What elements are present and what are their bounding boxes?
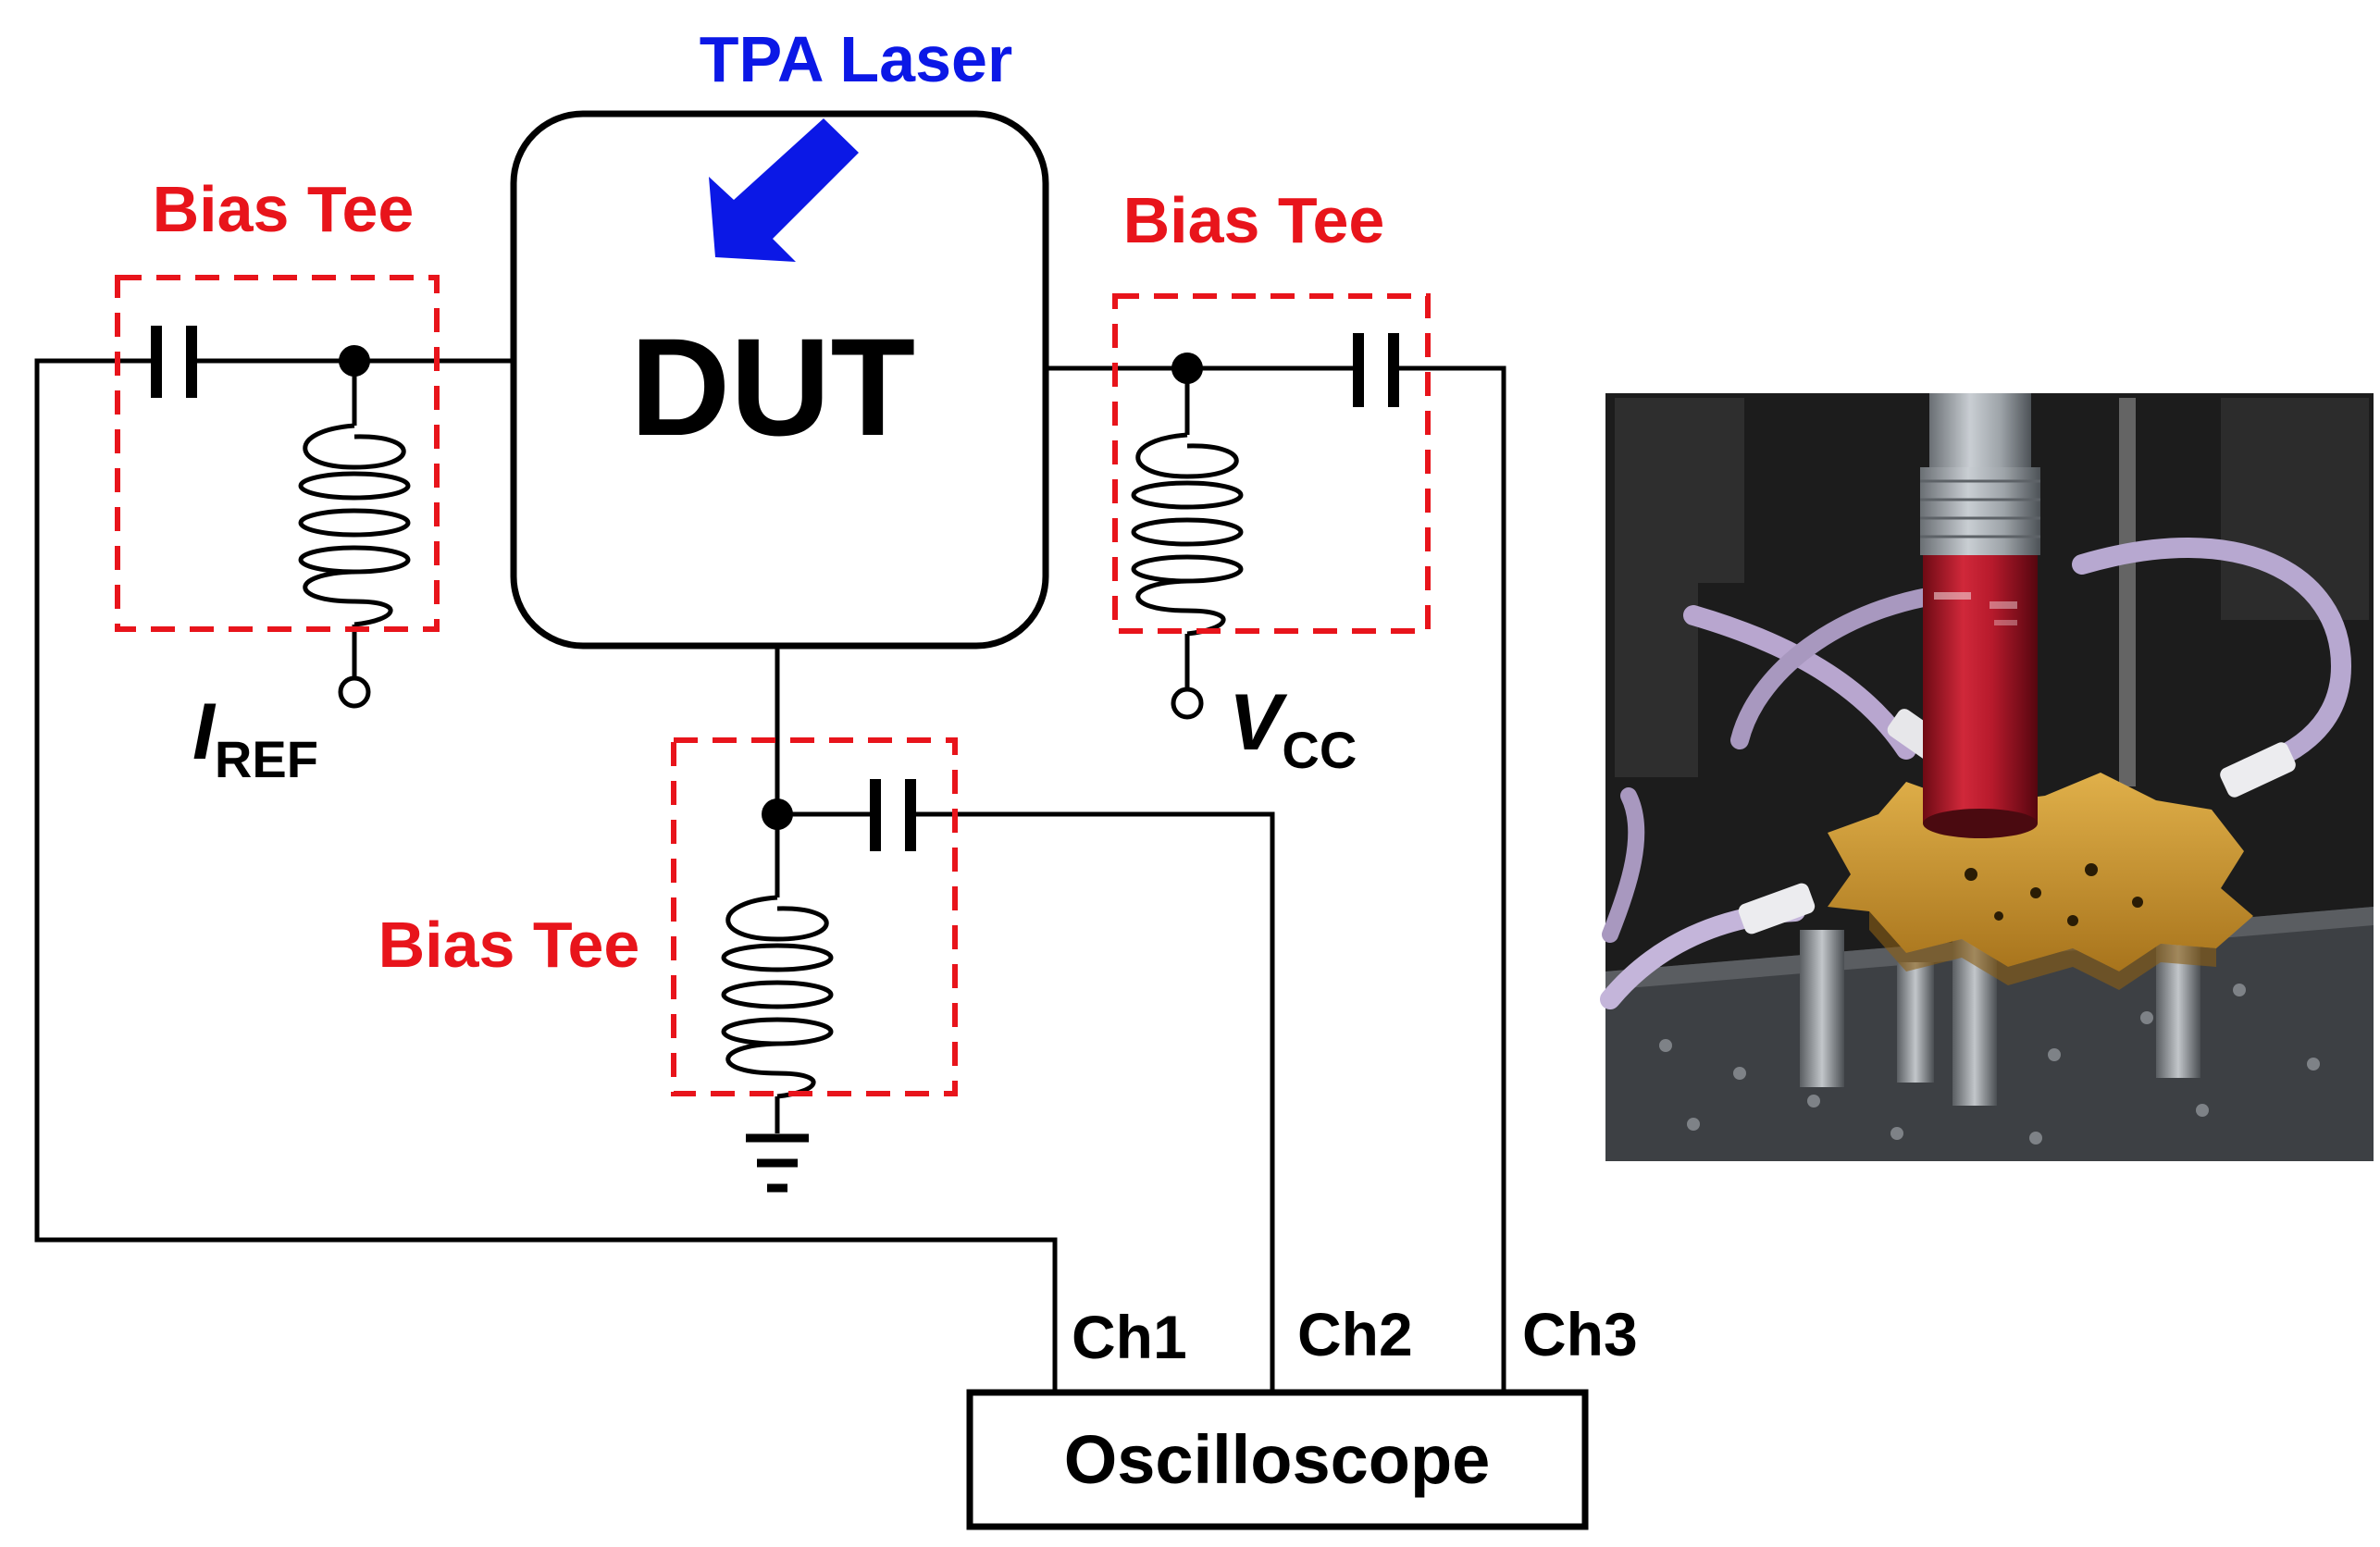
- capacitor-right: [1353, 333, 1399, 407]
- laser-label: TPA Laser: [700, 23, 1012, 95]
- bias-tee-label-left: Bias Tee: [153, 173, 415, 245]
- vcc-symbol: V: [1229, 678, 1288, 767]
- channel-label-ch3: Ch3: [1522, 1300, 1638, 1368]
- terminal-iref: [338, 675, 371, 709]
- dut-label: DUT: [630, 309, 915, 464]
- inductor-bottom: [721, 814, 834, 1133]
- bias-tee-label-right: Bias Tee: [1123, 184, 1385, 256]
- iref-subscript: REF: [215, 730, 318, 788]
- vcc-subscript: CC: [1282, 721, 1357, 779]
- bias-tee-box-bottom: [671, 737, 958, 1096]
- vcc-label: VCC: [1229, 678, 1357, 779]
- terminal-vcc: [1171, 687, 1204, 720]
- laser-arrow-icon: [709, 118, 859, 262]
- oscilloscope-label: Oscilloscope: [1064, 1421, 1491, 1498]
- channel-label-ch2: Ch2: [1297, 1300, 1413, 1368]
- bias-tee-box-right: [1112, 293, 1431, 634]
- channel-label-ch1: Ch1: [1072, 1303, 1187, 1371]
- ground-icon: [746, 1133, 809, 1193]
- capacitor-left: [151, 326, 197, 398]
- oscilloscope-box: [966, 1389, 1589, 1530]
- bias-tee-label-bottom: Bias Tee: [378, 909, 640, 981]
- bias-tee-box-left: [115, 275, 440, 632]
- wires: [34, 358, 1506, 1392]
- inductor-right: [1131, 368, 1244, 720]
- iref-symbol: I: [192, 687, 217, 776]
- dut-block: [510, 110, 1049, 650]
- iref-label: IREF: [192, 687, 318, 788]
- capacitor-bottom: [870, 779, 916, 851]
- wire-ch1: [34, 358, 1058, 1392]
- wire-ch3: [1397, 365, 1506, 1392]
- inductor-left: [298, 361, 411, 709]
- wire-ch2: [916, 811, 1275, 1392]
- setup-photo: [1600, 393, 2374, 1161]
